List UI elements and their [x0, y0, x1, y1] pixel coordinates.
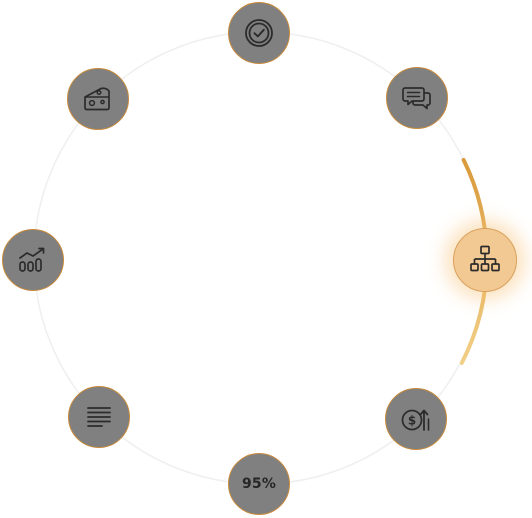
step-quality-check-button[interactable]: [228, 2, 290, 64]
step-revenue-growth-button[interactable]: $: [385, 388, 447, 450]
text-lines-icon: [87, 407, 111, 427]
cheese-icon: [84, 87, 110, 111]
svg-text:$: $: [408, 414, 416, 428]
step-percent-button[interactable]: 95%: [228, 453, 290, 515]
step-cheese-button[interactable]: [67, 68, 129, 130]
step-analytics-button[interactable]: [2, 229, 64, 291]
step-chat-button[interactable]: [386, 67, 448, 129]
bar-chart-trend-icon: [19, 247, 45, 272]
percent-label: 95%: [241, 476, 277, 492]
check-seal-icon: [245, 19, 273, 47]
dollar-arrow-up-icon: $: [401, 409, 430, 431]
chat-bubbles-icon: [402, 87, 431, 110]
org-chart-icon: [470, 245, 500, 272]
step-org-chart-button[interactable]: [453, 228, 517, 292]
step-document-button[interactable]: [68, 386, 130, 448]
